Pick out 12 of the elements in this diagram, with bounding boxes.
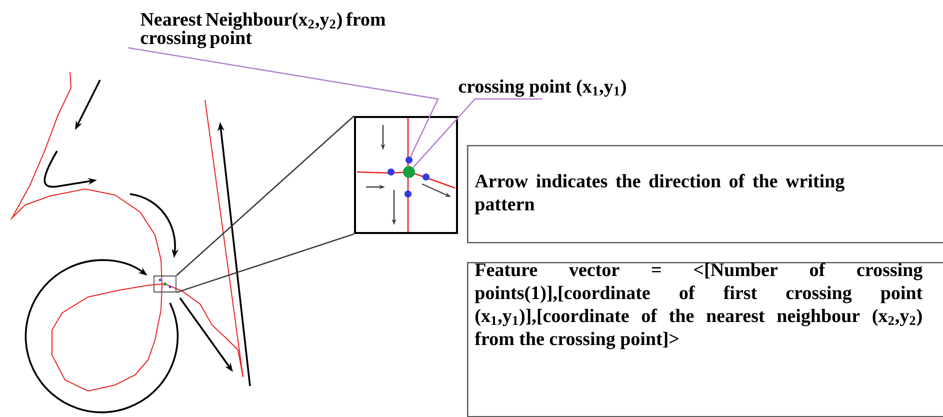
neighbour-dot [406,156,412,164]
text-box: Arrow indicates the direction of the writing pattern [467,145,943,244]
leader-line [412,98,542,168]
text-box: Feature vector = <[Number of crossing points(1)],[coordinate of first crossing point (x$_{1}$,y$_{1}$)],[coordinate of the nearest neighbour (x$_{2}$,y$_{2}$) from the crossing point]> [467,262,943,417]
leader-line [128,47,439,157]
annotation-text: Nearest Neighbour(x$_{2}$,y$_{2}$) from crossing point [140,12,386,48]
annotation-text: crossing point (x$_{1}$,y$_{1}$) [458,79,626,97]
crossing-point-dot [403,166,415,178]
zoom-line [176,116,354,276]
zoom-line [176,233,354,294]
zoom-inset-box [354,116,458,234]
crossing-point-box [154,276,176,292]
